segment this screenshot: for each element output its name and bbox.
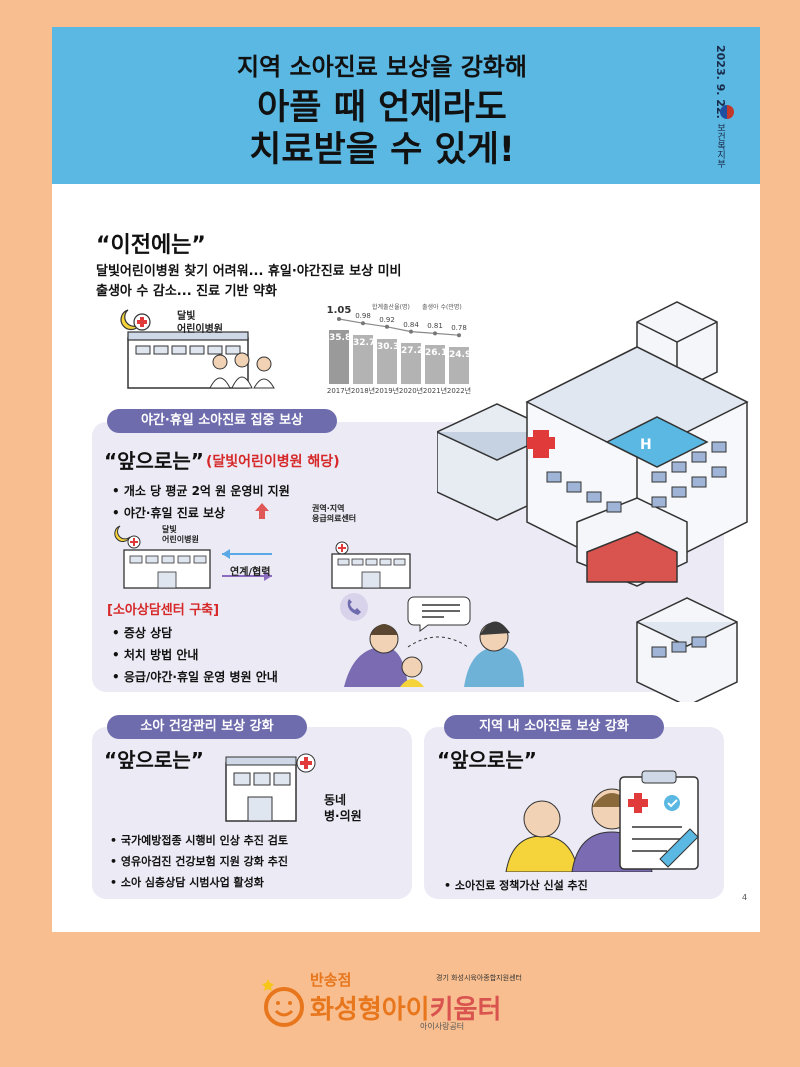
link-label: 연계/협력 [230,567,271,578]
x-tick-label: 2021년 [422,387,448,395]
clinic-illustration [225,753,316,822]
page-number: 4 [742,893,748,902]
section2-pill: 소아 건강관리 보상 강화 [107,715,307,739]
pen-icon [659,828,699,868]
section3-title: “앞으로는” [437,748,537,772]
header-subtitle: 지역 소아진료 보상을 강화해 [236,53,528,81]
rate-label-3: 0.84 [403,320,419,329]
rate-point-1 [361,321,365,326]
rate-label-2: 0.92 [379,315,395,324]
consult-bullet1: • 증상 상담 [112,626,173,640]
main-hospital-illustration: H [437,301,749,702]
fertility-rate-line [337,317,461,338]
header-ministry: 보건복지부 [715,123,725,168]
bar-births-4: 26.1 [425,344,447,384]
rate-label-5: 0.78 [451,324,467,333]
bar-births-1: 32.7 [353,334,375,384]
rate-point-5 [457,333,461,338]
header-title: 아플 때 언제라도 치료받을 수 있게! [52,87,712,171]
smiley-logo-icon [262,979,304,1027]
poster: 지역 소아진료 보상을 강화해 아플 때 언제라도 치료받을 수 있게! 202… [52,27,760,932]
link-right-label-1: 권역·지역 [312,504,345,513]
bar-births-5: 24.9 [449,346,471,384]
section2-title: “앞으로는” [104,748,204,772]
moon-icon [114,525,131,542]
consult-bullet3: • 응급/야간·휴일 운영 병원 안내 [112,670,278,684]
x-tick-label: 2020년 [398,387,424,395]
before-hospital-label-1: 달빛 [177,311,196,322]
header-title-line1: 아플 때 언제라도 [257,88,507,128]
check-icon [664,795,680,811]
link-left-label-1: 달빛 [162,525,177,534]
rate-point-4 [433,331,437,336]
rate-point-3 [409,329,413,334]
legend-rate: 합계출산율(명) [372,304,410,311]
before-title: “이전에는” [96,233,206,258]
footer-brand: 화성형아이키움터 [310,989,501,1026]
footer-brand-part3: 키움터 [429,995,502,1025]
before-hospital-label-2: 어린이병원 [177,324,223,335]
footer-tagline: 아이사랑공터 [420,1022,465,1031]
header-side-info: 2023. 9. 22. 보건복지부 [714,45,744,170]
footer-logo: 반송점 경기 화성시육아종합지원센터 화성형아이키움터 아이사랑공터 [260,965,560,1035]
section3-bullet1: • 소아진료 정책가산 신설 추진 [444,879,588,892]
chart-plot-area: 35.8 2017년 1.05 32.7 2018년 0.98 30.3 2019년 0.92 2… [277,302,472,397]
x-tick-label: 2022년 [446,387,472,395]
linkage-illustration [114,525,411,589]
before-line2: 출생아 수 감소... 진료 기반 약화 [96,284,277,299]
section1-title-note: (달빛어린이병원 해당) [206,454,340,470]
link-right-label-2: 응급의료센터 [312,514,357,523]
x-tick-label: 2018년 [350,387,376,395]
footer-brand-part2: 아이 [381,995,430,1025]
bar-births-0: 35.8 [329,330,351,384]
government-seal-icon [720,105,734,119]
footer-org: 경기 화성시육아종합지원센터 [436,974,522,982]
section2-bullet1: • 국가예방접종 시행비 인상 추진 검토 [110,834,288,847]
rate-label-0: 1.05 [326,305,352,316]
section2-bullet3: • 소아 심층상담 시범사업 활성화 [110,876,264,889]
phone-icon [340,593,368,621]
rate-label-4: 0.81 [427,322,443,331]
helipad-h-icon: H [640,437,652,453]
section1-bullet1: • 개소 당 평균 2억 원 운영비 지원 [112,484,290,498]
clinic-label-1: 동네 [324,793,347,807]
family-checklist-illustration [505,770,699,872]
consultation-illustration [340,593,524,687]
section3-pill: 지역 내 소아진료 보상 강화 [444,715,664,739]
arrow-up-icon [255,503,269,519]
birth-chart: 합계출산율(명) 출생아 수(만명) 35.8 2017년 1.05 32.7 2018… [277,302,472,397]
rate-point-2 [385,324,389,329]
x-tick-label: 2017년 [326,387,352,395]
before-line1: 달빛어린이병원 찾기 어려워... 휴일·야간진료 보상 미비 [96,264,402,279]
section1-pill: 야간·휴일 소아진료 집중 보상 [107,409,337,433]
x-tick-label: 2019년 [374,387,400,395]
consult-bullet2: • 처치 방법 안내 [112,648,199,662]
consult-title: [소아상담센터 구축] [107,603,220,618]
header-title-line2: 치료받을 수 있게! [249,130,515,170]
footer-branch: 반송점 [310,971,352,989]
rate-label-1: 0.98 [355,312,371,321]
section2-bullet2: • 영유아검진 건강보험 지원 강화 추진 [110,855,288,868]
clinic-label-2: 병·의원 [324,809,362,823]
footer-brand-part1: 화성형 [310,995,382,1025]
rate-point-0 [337,317,341,321]
header-date: 2023. 9. 22. [714,45,727,119]
clipboard-icon [619,776,699,870]
rate-series-line [338,318,460,336]
legend-births: 출생아 수(만명) [422,304,462,311]
moonlight-hospital-illustration [120,309,275,389]
link-left-label-2: 어린이병원 [162,535,199,544]
section1-bullet2: • 야간·휴일 진료 보상 [112,506,226,520]
bar-births-2: 30.3 [377,338,399,384]
header-banner: 지역 소아진료 보상을 강화해 아플 때 언제라도 치료받을 수 있게! 202… [52,27,760,184]
bar-births-3: 27.2 [401,343,423,384]
section1-title: “앞으로는” [104,449,204,473]
